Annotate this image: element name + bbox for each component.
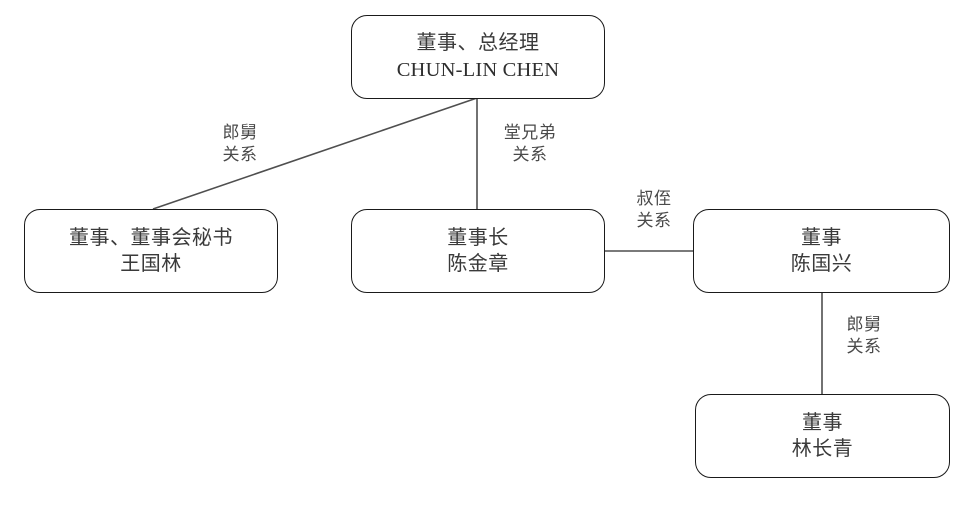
- node-person-name: 王国林: [120, 253, 182, 275]
- edge-label-line-1: 郎舅: [222, 123, 258, 142]
- node-title: 董事: [802, 411, 843, 434]
- edge-label-line-1: 郎舅: [846, 315, 882, 334]
- edge-label-gm-chairman: 堂兄弟 关系: [487, 122, 573, 167]
- node-chairman[interactable]: 董事长 陈金章: [351, 209, 605, 293]
- edge-label-gm-secretary: 郎舅 关系: [205, 122, 275, 167]
- edge-label-line-1: 堂兄弟: [503, 123, 557, 142]
- edge-label-line-2: 关系: [222, 145, 258, 165]
- edge-label-line-2: 关系: [512, 145, 548, 165]
- node-board-secretary[interactable]: 董事、董事会秘书 王国林: [24, 209, 278, 293]
- edge-label-line-2: 关系: [636, 211, 672, 231]
- node-title: 董事: [801, 226, 842, 249]
- edge-label-director1-director2: 郎舅 关系: [829, 314, 899, 359]
- node-person-name: 林长青: [791, 438, 854, 460]
- edge-label-chairman-director1: 叔侄 关系: [619, 188, 689, 233]
- edge-gm-secretary: [152, 97, 478, 210]
- edge-label-line-1: 叔侄: [636, 189, 672, 208]
- node-title: 董事、董事会秘书: [69, 226, 233, 249]
- node-person-name: CHUN-LIN CHEN: [396, 58, 560, 81]
- node-title: 董事长: [447, 226, 509, 249]
- edge-label-line-2: 关系: [846, 337, 882, 357]
- node-title: 董事、总经理: [416, 32, 540, 55]
- node-director-lin-changqing[interactable]: 董事 林长青: [695, 394, 950, 478]
- node-person-name: 陈金章: [447, 253, 509, 275]
- node-person-name: 陈国兴: [790, 253, 853, 275]
- node-general-manager[interactable]: 董事、总经理 CHUN-LIN CHEN: [351, 15, 605, 99]
- node-director-chen-guoxing[interactable]: 董事 陈国兴: [693, 209, 950, 293]
